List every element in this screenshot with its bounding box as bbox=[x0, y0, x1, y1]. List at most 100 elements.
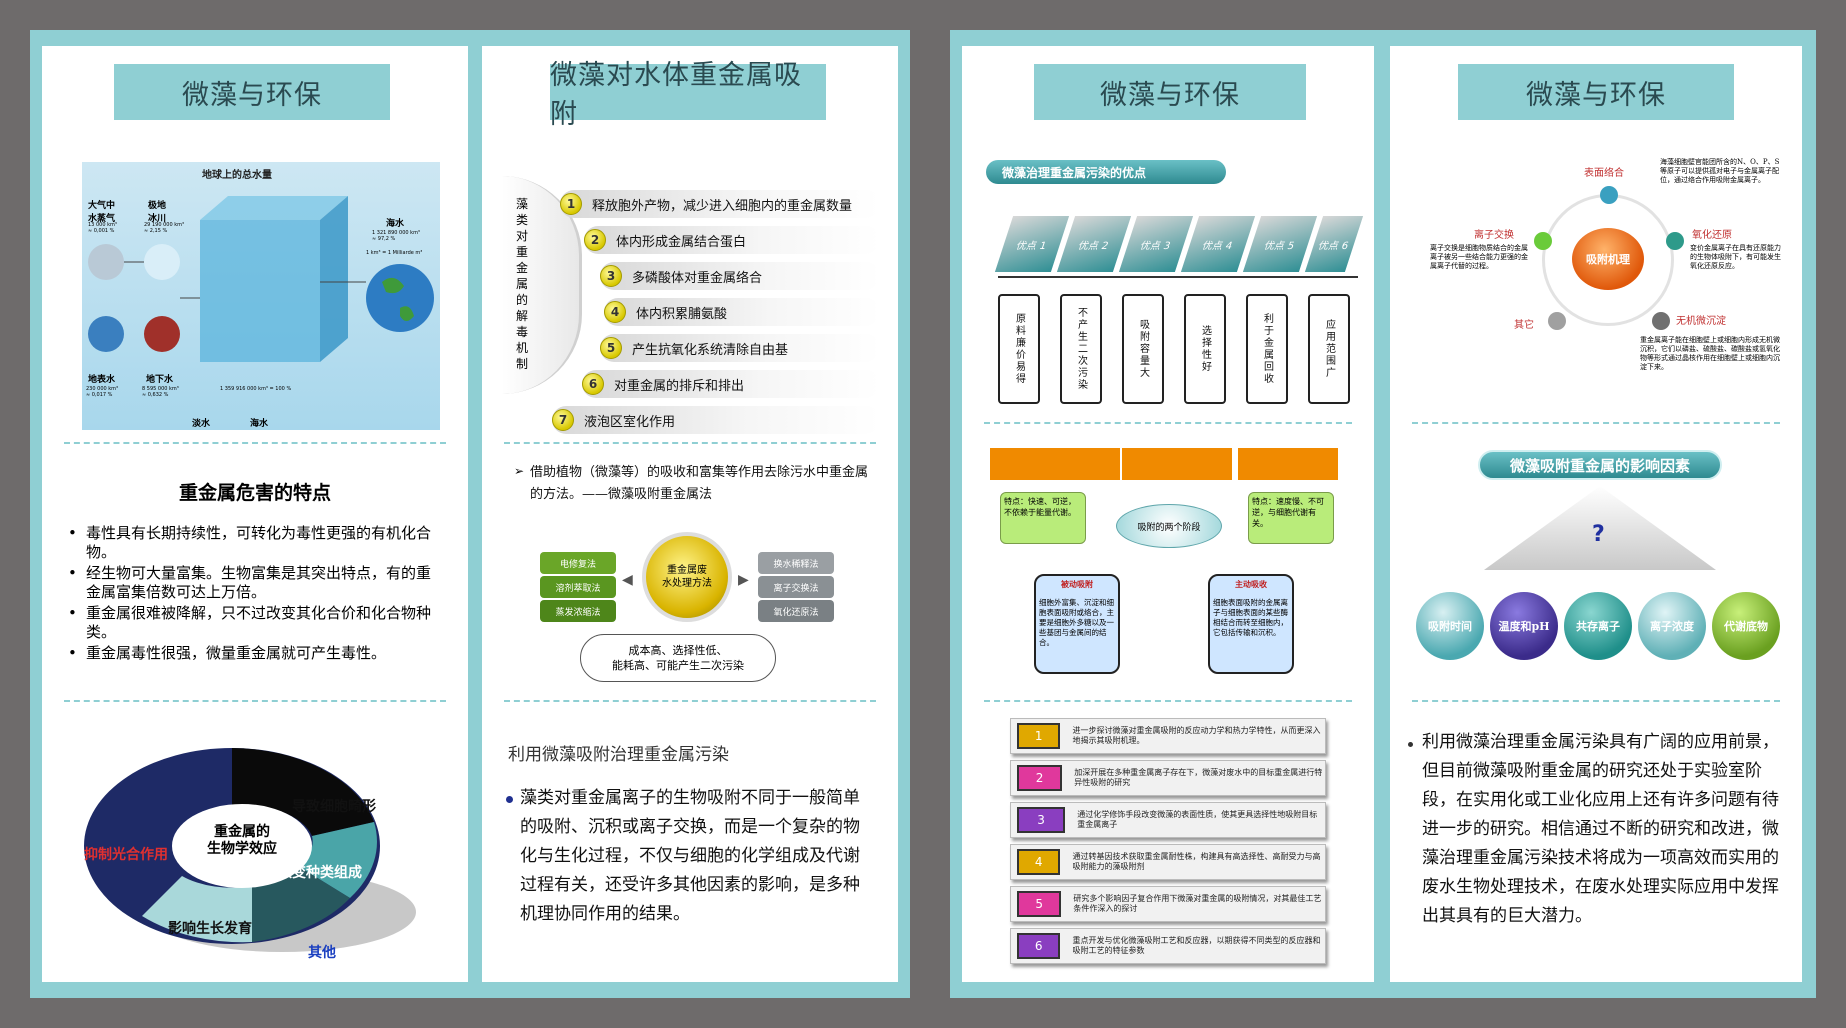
label-surface-value: 230 000 km³ ≈ 0,017 % bbox=[86, 386, 119, 398]
factor-label: 温度和pH bbox=[1498, 620, 1550, 633]
number-badge: 6 bbox=[582, 373, 604, 395]
number-badge: 3 bbox=[600, 265, 622, 287]
left-spread: 微藻与环保 地球上的总水量 大气中 水蒸气 13 000 km³ ≈ 0,001… bbox=[30, 30, 910, 998]
panel-3: 微藻与环保 微藻治理重金属污染的优点 优点 1 优点 2 优点 3 优点 4 优… bbox=[962, 46, 1374, 982]
factor-label: 吸附时间 bbox=[1428, 620, 1472, 633]
image-caption: 地球上的总水量 bbox=[202, 170, 272, 181]
label-atmosphere: 大气中 水蒸气 bbox=[88, 201, 116, 224]
cycle-center: 吸附机理 bbox=[1572, 228, 1644, 290]
cycle-label-bottom-right: 无机微沉淀 bbox=[1676, 316, 1726, 327]
subheading: 利用微藻吸附治理重金属污染 bbox=[508, 745, 729, 765]
orange-bar bbox=[1238, 448, 1338, 480]
advantage-tag: 优点 5 bbox=[1242, 216, 1318, 272]
divider bbox=[1412, 700, 1780, 702]
bullet-dot-icon bbox=[1408, 742, 1413, 747]
step-text: 加深开展在多种重金属离子存在下，微藻对废水中的目标重金属进行特异性吸附的研究 bbox=[1074, 768, 1323, 787]
divider bbox=[984, 700, 1352, 702]
fast-note-text: 特点：快速、可逆，不依赖于能量代谢。 bbox=[1004, 497, 1076, 517]
bio-effect-ring: 重金属的 生物学效应 导致细胞畸形 改变种类组成 影响生长发育 抑制光合作用 其… bbox=[82, 726, 442, 966]
advantage-box: 应用范围广 bbox=[1308, 294, 1350, 404]
panel-title: 微藻与环保 bbox=[1458, 64, 1734, 120]
number-badge: 2 bbox=[584, 229, 606, 251]
method-left: 蒸发浓缩法 bbox=[540, 600, 616, 622]
note-bottom: 重金属离子能在细胞壁上或细胞内形成无机微沉积，它们以磷盐、硫酸盐、碳酸盐或氢氧化… bbox=[1640, 336, 1780, 371]
label-atmosphere-value: 13 000 km³ ≈ 0,001 % bbox=[88, 222, 117, 234]
active-title: 主动吸收 bbox=[1235, 580, 1267, 589]
ring-segment-label: 其他 bbox=[308, 945, 336, 961]
ring-center-label: 重金属的 生物学效应 bbox=[207, 824, 277, 857]
step-text: 进一步探讨微藻对重金属吸附的反应动力学和热力学特性，从而更深入地揭示其吸附机理。 bbox=[1072, 726, 1321, 745]
section-heading: 重金属危害的特点 bbox=[178, 482, 331, 504]
method-left: 电修复法 bbox=[540, 552, 616, 574]
label-surface: 地表水 bbox=[88, 375, 116, 385]
factor-orb: 代谢底物 bbox=[1712, 592, 1780, 660]
label-total: 1 359 916 000 km³ = 100 % bbox=[220, 386, 292, 392]
ring-segment-label: 导致细胞畸形 bbox=[292, 799, 376, 815]
number-badge: 5 bbox=[600, 337, 622, 359]
divider bbox=[984, 422, 1352, 424]
factor-label: 离子浓度 bbox=[1650, 620, 1694, 633]
bullet-dot-icon bbox=[506, 796, 513, 803]
passive-text: 细胞外富集、沉淀和细胞表面吸附或络合，主要是细胞外多糖以及一些基团与金属间的结合… bbox=[1039, 598, 1114, 647]
question-mark: ? bbox=[1592, 522, 1605, 547]
divider bbox=[1412, 422, 1780, 424]
factors-banner: 微藻吸附重金属的影响因素 bbox=[1478, 450, 1722, 480]
arrow-left-icon: ◀ bbox=[622, 572, 633, 588]
divider bbox=[504, 442, 876, 444]
number-badge: 7 bbox=[552, 409, 574, 431]
list-item: 毒性具有长期持续性，可转化为毒性更强的有机化合物。 bbox=[68, 524, 438, 562]
label-glacier: 极地 冰川 bbox=[148, 201, 167, 224]
list-item: 重金属很难被降解，只不过改变其化合价和化合物种类。 bbox=[68, 604, 438, 642]
arrow-right-icon: ▶ bbox=[738, 572, 749, 588]
cycle-center-label: 吸附机理 bbox=[1586, 253, 1630, 266]
number-badge: 4 bbox=[604, 301, 626, 323]
advantage-box: 利于金属回收 bbox=[1246, 294, 1288, 404]
advantages-banner: 微藻治理重金属污染的优点 bbox=[986, 160, 1226, 184]
drawback-text: 成本高、选择性低、 能耗高、可能产生二次污染 bbox=[612, 644, 744, 672]
ring-segment-label: 影响生长发育 bbox=[168, 921, 252, 937]
cycle-node bbox=[1666, 232, 1684, 250]
method-right: 换水稀释法 bbox=[758, 552, 834, 574]
stage-center: 吸附的两个阶段 bbox=[1116, 504, 1222, 548]
orange-bar bbox=[1122, 448, 1232, 480]
cycle-node bbox=[1534, 232, 1552, 250]
label-ocean-value: 1 321 890 000 km³ ≈ 97,2 % bbox=[372, 230, 420, 242]
step-number: 4 bbox=[1017, 849, 1061, 875]
factors-banner-label: 微藻吸附重金属的影响因素 bbox=[1509, 456, 1690, 475]
active-box: 主动吸收 细胞表面吸附的金属离子与细胞表面的某些酶相结合而转至细胞内，它包括传输… bbox=[1208, 574, 1294, 674]
panel-1: 微藻与环保 地球上的总水量 大气中 水蒸气 13 000 km³ ≈ 0,001… bbox=[42, 46, 468, 982]
cycle-node bbox=[1652, 312, 1670, 330]
fast-note: 特点：快速、可逆，不依赖于能量代谢。 bbox=[1000, 492, 1086, 544]
tag-baseline bbox=[998, 276, 1358, 278]
label-unit-note: 1 km³ = 1 Milliarde m³ bbox=[366, 250, 423, 256]
divider bbox=[64, 700, 446, 702]
slow-note: 特点：速度慢、不可逆，与细胞代谢有关。 bbox=[1248, 492, 1334, 544]
note-left: 离子交换是细胞物质结合的金属离子被另一些结合能力更强的金属离子代替的过程。 bbox=[1430, 244, 1528, 270]
advantage-box: 不产生二次污染 bbox=[1060, 294, 1102, 404]
factor-orb: 温度和pH bbox=[1490, 592, 1558, 660]
right-spread: 微藻与环保 微藻治理重金属污染的优点 优点 1 优点 2 优点 3 优点 4 优… bbox=[950, 30, 1816, 998]
step-number: 6 bbox=[1017, 933, 1061, 959]
factor-label: 代谢底物 bbox=[1724, 620, 1768, 633]
divider bbox=[64, 442, 446, 444]
water-diagram bbox=[88, 196, 434, 362]
cycle-label-left: 离子交换 bbox=[1474, 230, 1514, 241]
factor-orb: 离子浓度 bbox=[1638, 592, 1706, 660]
intro-text: 借助植物（微藻等）的吸收和富集等作用去除污水中重金属的方法。——微藻吸附重金属法 bbox=[530, 465, 869, 502]
label-sea: 海水 bbox=[250, 419, 269, 429]
divider bbox=[504, 700, 876, 702]
advantage-tag: 优点 4 bbox=[1180, 216, 1256, 272]
conclusion-paragraph: 利用微藻治理重金属污染具有广阔的应用前景，但目前微藻吸附重金属的研究还处于实验室… bbox=[1422, 732, 1779, 926]
step-text: 重点开发与优化微藻吸附工艺和反应器，以期获得不同类型的反应器和吸附工艺的特征参数 bbox=[1072, 936, 1321, 955]
advantage-box: 选择性好 bbox=[1184, 294, 1226, 404]
factor-label: 共存离子 bbox=[1576, 620, 1620, 633]
body-paragraph: 藻类对重金属离子的生物吸附不同于一般简单的吸附、沉积或离子交换，而是一个复杂的物… bbox=[520, 788, 860, 924]
